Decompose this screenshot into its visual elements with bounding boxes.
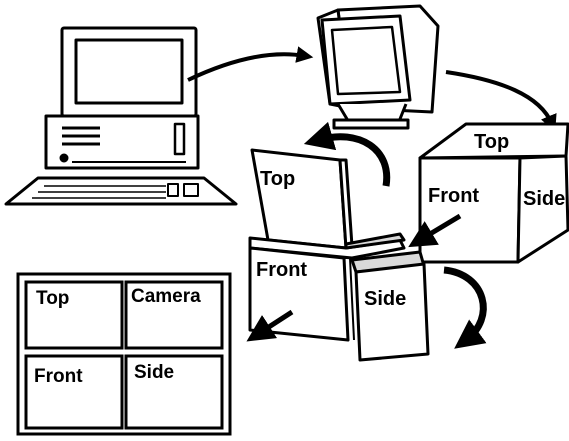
viewport-side-label: Side (134, 362, 174, 383)
cube-front-face (418, 156, 522, 264)
arrow-to-monitor (187, 46, 314, 82)
panel-front-label: Front (256, 259, 307, 281)
desktop-computer-icon (4, 26, 238, 206)
crt-monitor-icon (316, 4, 440, 130)
cube-top-label: Top (474, 131, 509, 153)
panel-side-label: Side (364, 288, 406, 310)
flap-top-label: Top (260, 168, 295, 190)
cube: Top Front Side (418, 122, 569, 264)
arrow-to-cube (445, 70, 557, 132)
unfolded-box: Top Front Side (248, 148, 430, 362)
curved-arrow-icon (303, 121, 391, 187)
viewport-front-label: Front (34, 366, 83, 387)
cube-side-face (516, 154, 569, 264)
curved-arrow-icon (443, 266, 487, 349)
viewport-layout: Top Camera Front Side (16, 272, 232, 436)
viewport-top-label: Top (36, 288, 69, 309)
arrow-to-viewports (246, 309, 294, 342)
viewport-top (24, 280, 124, 350)
panel-side (354, 262, 430, 362)
flap-top (250, 148, 348, 250)
arrow-cube-to-unfolded (408, 213, 462, 248)
viewport-front (24, 354, 124, 430)
viewport-side (124, 354, 224, 430)
viewport-camera (124, 280, 224, 350)
cube-side-label: Side (523, 188, 565, 210)
viewport-camera-label: Camera (131, 286, 201, 307)
cube-front-label: Front (428, 185, 479, 207)
